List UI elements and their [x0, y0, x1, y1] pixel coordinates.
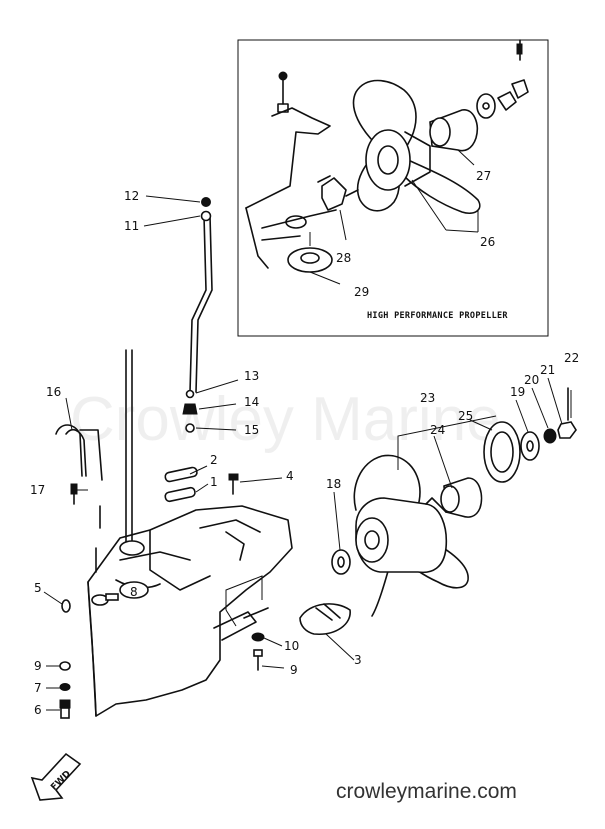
callout-22: 22 — [564, 351, 579, 365]
callout-14: 14 — [244, 395, 259, 409]
callout-4: 4 — [286, 469, 294, 483]
leader-lines — [43, 195, 563, 711]
part-17-screw — [70, 483, 78, 505]
inset-gearcase — [245, 71, 337, 269]
callout-20: 20 — [524, 373, 539, 387]
part-3-trim-tab — [299, 603, 351, 635]
callout-6: 6 — [34, 703, 42, 717]
group-bracket-23 — [397, 415, 497, 444]
part-14-collar — [182, 403, 198, 415]
callout-8: 8 — [130, 585, 138, 599]
inset-plate — [287, 232, 333, 273]
inset-anode — [317, 175, 359, 211]
callouts: 12 11 13 14 15 16 2 1 4 17 5 8 18 3 10 9… — [30, 169, 579, 717]
part-25-spacer — [483, 421, 521, 483]
callout-29: 29 — [354, 285, 369, 299]
part-11-seal — [200, 210, 212, 222]
part-5-pin — [61, 599, 71, 613]
callout-3: 3 — [354, 653, 362, 667]
callout-9-right: 9 — [290, 663, 298, 677]
callout-25: 25 — [458, 409, 473, 423]
callout-18: 18 — [326, 477, 341, 491]
callout-11: 11 — [124, 219, 139, 233]
callout-16: 16 — [46, 385, 61, 399]
part-21-nut — [557, 421, 577, 439]
callout-9-left: 9 — [34, 659, 42, 673]
part-12-grommet — [201, 197, 211, 207]
callout-21: 21 — [540, 363, 555, 377]
inset-propeller — [352, 79, 481, 215]
website-footer: crowleymarine.com — [336, 780, 517, 803]
lower-unit — [55, 215, 293, 717]
inset-bushing — [429, 109, 478, 152]
part-10-washer — [251, 632, 265, 642]
callout-13: 13 — [244, 369, 259, 383]
callout-23: 23 — [420, 391, 435, 405]
callout-17: 17 — [30, 483, 45, 497]
part-20-washer — [543, 428, 557, 444]
part-23-propeller — [353, 454, 469, 617]
callout-12: 12 — [124, 189, 139, 203]
inset-caption: HIGH PERFORMANCE PROPELLER — [367, 311, 508, 321]
callout-1: 1 — [210, 475, 218, 489]
inset-panel: HIGH PERFORMANCE PROPELLER — [237, 39, 549, 337]
part-9-washer-left — [59, 661, 71, 671]
part-4-bolt — [228, 473, 239, 495]
watermark: Crowley Marine — [70, 385, 501, 454]
callout-10: 10 — [284, 639, 299, 653]
part-24-bushing — [440, 477, 483, 518]
part-2-gasket — [164, 466, 198, 483]
callout-2: 2 — [210, 453, 218, 467]
part-1-gasket — [164, 486, 196, 503]
part-9-bolt-right — [253, 649, 263, 671]
part-15-seal — [185, 423, 195, 433]
callout-28: 28 — [336, 251, 351, 265]
callout-19: 19 — [510, 385, 525, 399]
part-6-plug — [59, 699, 71, 719]
callout-15: 15 — [244, 423, 259, 437]
part-19-washer — [520, 431, 540, 461]
fwd-arrow-icon: FWD — [30, 752, 82, 801]
part-7-washer — [59, 683, 71, 691]
part-18-thrust-washer — [331, 549, 351, 575]
part-22-cotter-pin — [567, 387, 572, 421]
callout-24: 24 — [430, 423, 445, 437]
callout-27: 27 — [476, 169, 491, 183]
callout-5: 5 — [34, 581, 42, 595]
part-13-ring — [185, 389, 195, 399]
callout-26: 26 — [480, 235, 495, 249]
callout-7: 7 — [34, 681, 42, 695]
